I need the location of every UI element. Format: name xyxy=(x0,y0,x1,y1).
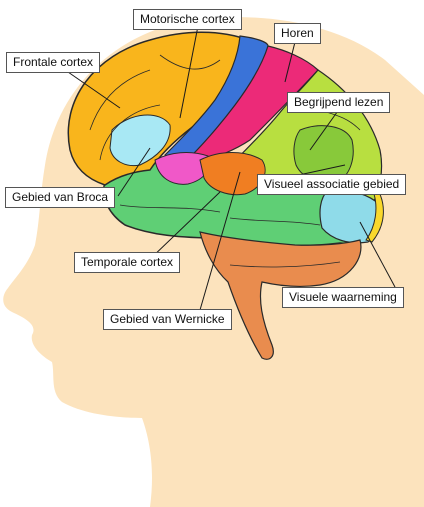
broca-area xyxy=(109,114,171,167)
hearing-label: Horen xyxy=(274,23,321,44)
occipital-lobe xyxy=(319,189,382,244)
cerebellum xyxy=(199,231,362,360)
visual-perception-label: Visuele waarneming xyxy=(282,287,404,308)
visual-association-label: Visueel associatie gebied xyxy=(257,174,407,195)
wernicke-label: Gebied van Wernicke xyxy=(103,309,232,330)
temporal-cortex-label: Temporale cortex xyxy=(74,252,181,273)
motor-cortex-label: Motorische cortex xyxy=(133,9,242,30)
frontal-cortex-label: Frontale cortex xyxy=(6,52,101,73)
reading-label: Begrijpend lezen xyxy=(287,92,391,113)
broca-label: Gebied van Broca xyxy=(5,187,116,208)
visual-perception-area xyxy=(365,189,384,243)
leader-lines xyxy=(67,25,396,311)
